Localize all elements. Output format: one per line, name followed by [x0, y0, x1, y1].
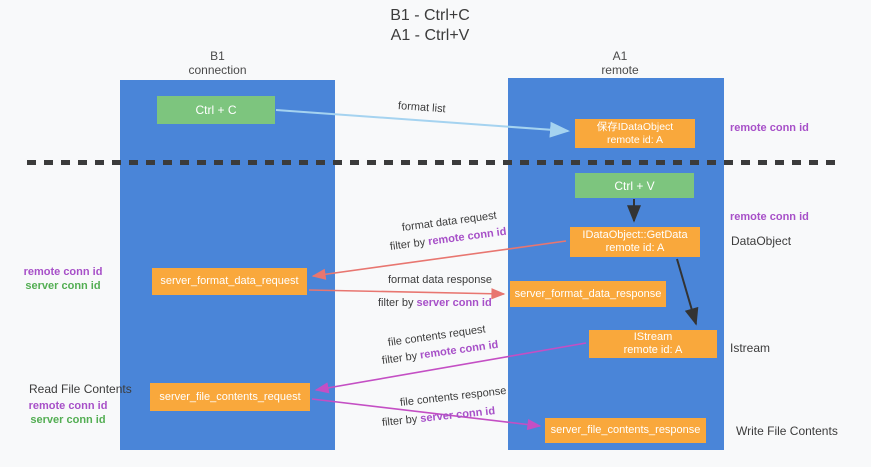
right-label-istream: Istream: [730, 341, 771, 355]
node-ctrl-c: Ctrl + C: [157, 96, 275, 124]
filter-by-text: filter by: [378, 297, 417, 309]
node-ctrl-v: Ctrl + V: [575, 173, 694, 198]
node-getdata-line1: IDataObject::GetData: [582, 229, 688, 241]
node-istream: IStream remote id: A: [589, 330, 717, 358]
title-line-2: A1 - Ctrl+V: [390, 27, 470, 44]
node-istream-line2: remote id: A: [623, 344, 683, 356]
diagram-title: B1 - Ctrl+C A1 - Ctrl+V: [300, 6, 560, 46]
right-remote-conn-id-2: remote conn id: [730, 211, 809, 223]
right-column-header: A1 remote: [512, 49, 728, 77]
edge-label-format-list: format list: [397, 100, 446, 116]
node-ctrl-v-label: Ctrl + V: [614, 178, 655, 193]
right-label-dataobject: DataObject: [731, 234, 792, 248]
right-remote-conn-id-1: remote conn id: [730, 122, 809, 134]
edge-label-filter-server-1: filter by server conn id: [378, 297, 492, 309]
filter-by-text: filter by: [381, 349, 421, 367]
node-save-dataobject-line2: remote id: A: [606, 133, 664, 146]
node-ctrl-c-label: Ctrl + C: [195, 103, 237, 117]
filter-by-text: filter by: [381, 413, 421, 429]
node-file-request-label: server_file_contents_request: [159, 390, 301, 403]
left-remote-conn-id-1: remote conn id: [23, 266, 103, 278]
left-conn-id-pair-2: remote conn id server conn id: [23, 399, 113, 427]
node-format-response-label: server_format_data_response: [514, 287, 662, 300]
title-line-1: B1 - Ctrl+C: [390, 7, 470, 24]
node-getdata-line2: remote id: A: [605, 242, 665, 254]
node-save-dataobject: 保存IDataObject remote id: A: [575, 119, 695, 148]
node-server-format-data-response: server_format_data_response: [510, 281, 666, 307]
node-format-request-label: server_format_data_request: [160, 275, 299, 287]
edge-label-filter-server-2: filter by server conn id: [381, 405, 495, 429]
node-idataobject-getdata: IDataObject::GetData remote id: A: [570, 227, 700, 257]
left-server-conn-id-2: server conn id: [30, 414, 106, 426]
node-file-response-label: server_file_contents_response: [550, 424, 701, 436]
arrow-format-data-response: [308, 288, 506, 300]
server-conn-id-text: server conn id: [416, 297, 492, 309]
filter-by-text: filter by: [389, 236, 429, 253]
left-remote-conn-id-2: remote conn id: [28, 400, 108, 412]
right-label-write-file-contents: Write File Contents: [736, 424, 838, 438]
edge-label-format-data-response: format data response: [388, 274, 492, 286]
left-column-header: B1 connection: [110, 49, 325, 77]
node-server-file-contents-request: server_file_contents_request: [150, 383, 310, 411]
left-server-conn-id-1: server conn id: [25, 280, 101, 292]
right-column-name: A1: [612, 49, 628, 63]
left-conn-id-pair-1: remote conn id server conn id: [18, 265, 108, 293]
left-column-name: B1: [210, 49, 225, 63]
node-server-file-contents-response: server_file_contents_response: [545, 418, 706, 443]
node-istream-line1: IStream: [633, 331, 673, 343]
node-save-dataobject-line1: 保存IDataObject: [596, 120, 674, 133]
node-server-format-data-request: server_format_data_request: [152, 268, 307, 295]
left-column-sub: connection: [188, 63, 247, 77]
left-label-read-file-contents: Read File Contents: [29, 382, 132, 396]
server-conn-id-text: server conn id: [419, 405, 496, 425]
phase-separator-dashed-line: [27, 160, 836, 165]
right-column-sub: remote: [601, 63, 639, 77]
